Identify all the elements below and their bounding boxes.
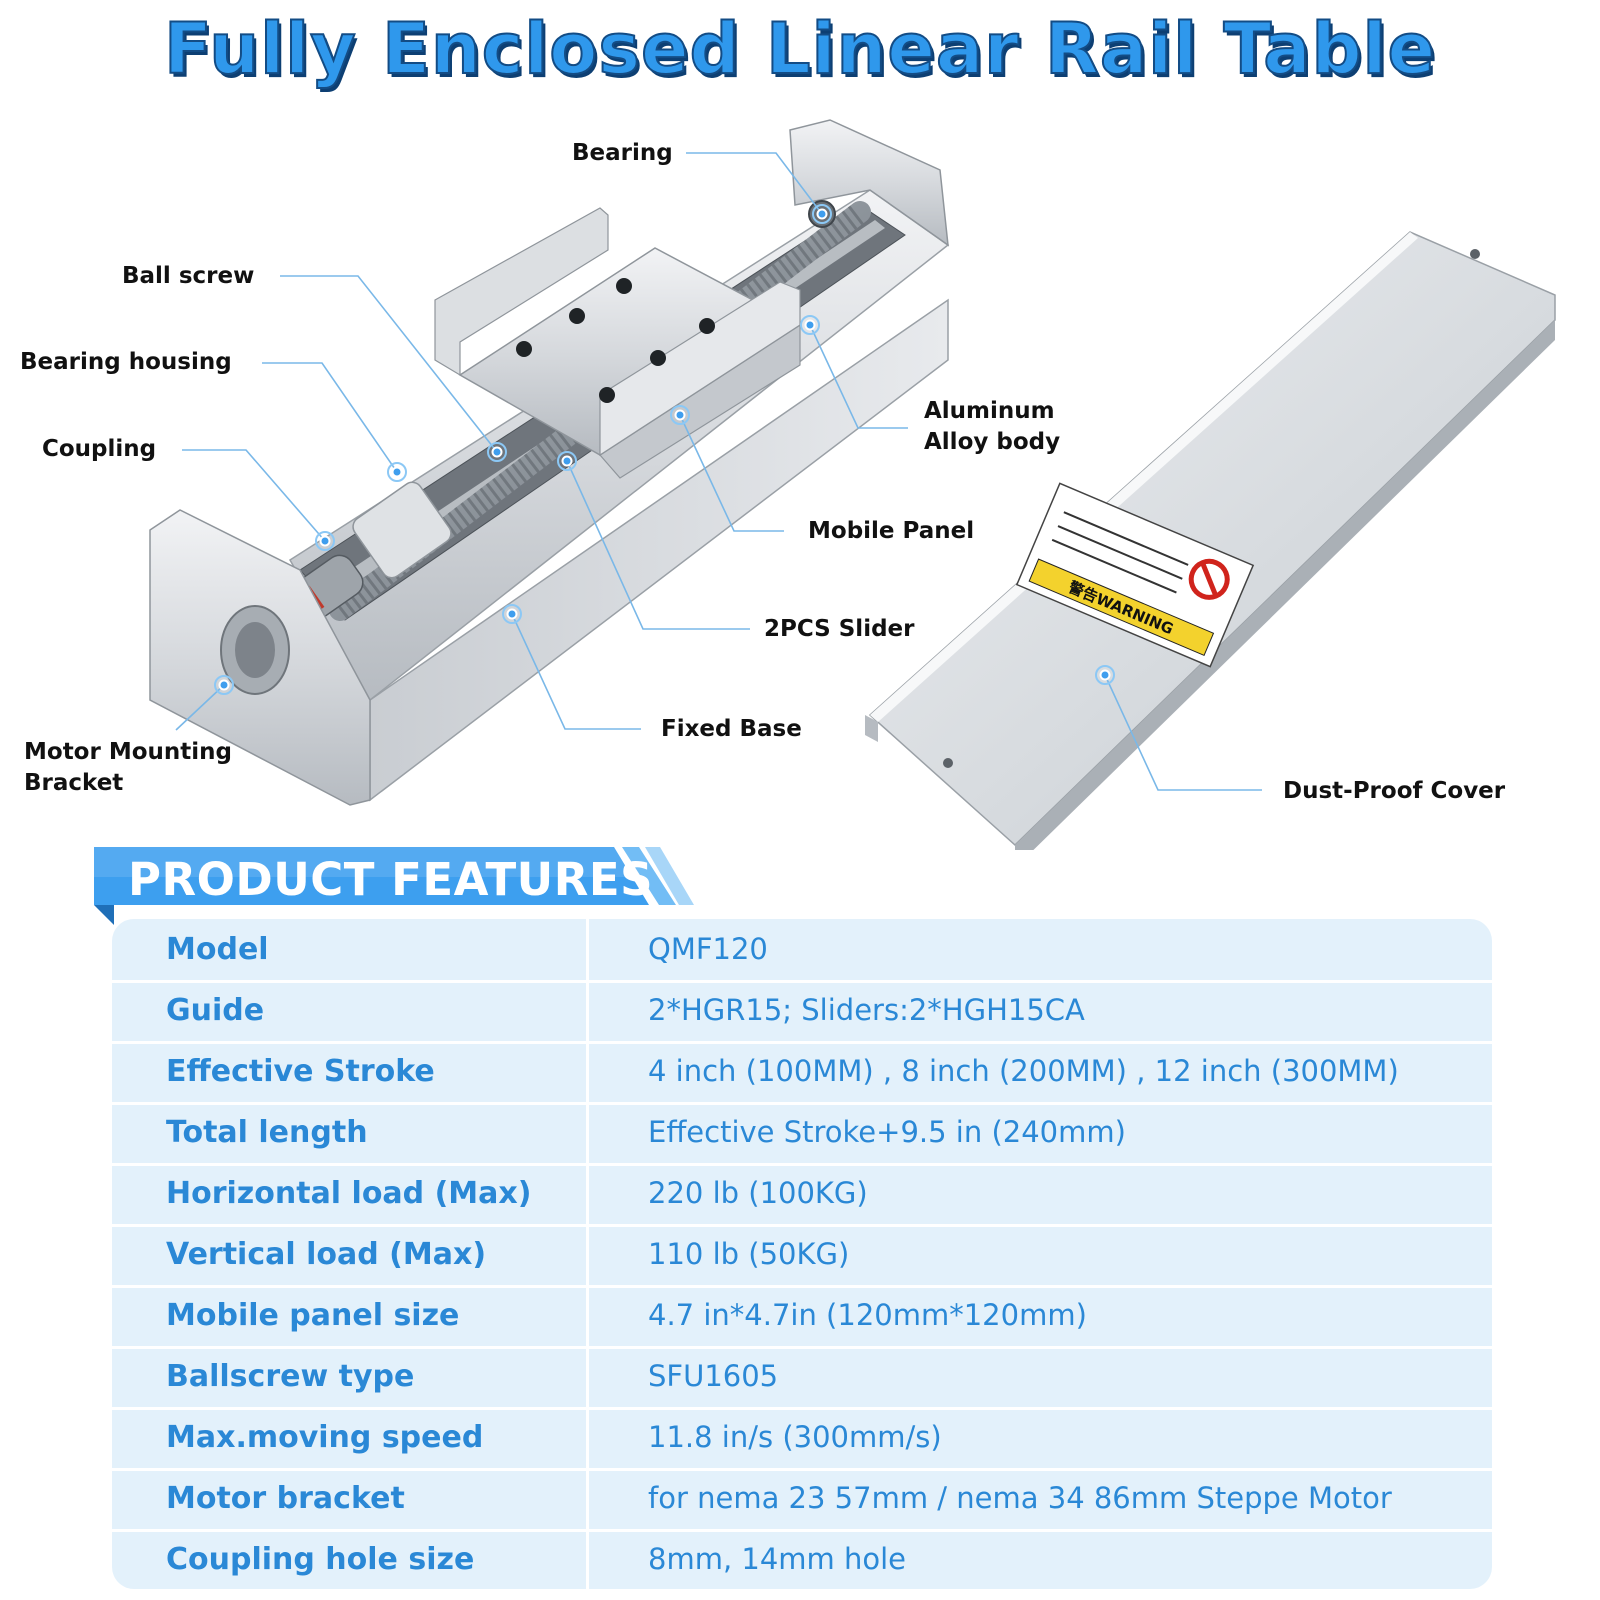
callout-fixed-base: Fixed Base [661,716,802,742]
callout-aluminum-line2: Alloy body [924,429,1061,455]
table-row: Coupling hole size 8mm, 14mm hole [112,1529,1492,1589]
spec-value: for nema 23 57mm / nema 34 86mm Steppe M… [648,1481,1392,1515]
warning-label: 警告WARNING [1015,482,1255,668]
callout-dust-proof-cover: Dust-Proof Cover [1283,778,1506,804]
callout-slider: 2PCS Slider [764,616,915,642]
mobile-panel-flange-right [599,281,801,457]
spec-label: Motor bracket [166,1481,405,1516]
table-column-divider [586,919,589,1589]
callout-bearing: Bearing [572,140,673,166]
callout-dots [214,204,1115,695]
table-row: Ballscrew type SFU1605 [112,1346,1492,1410]
spec-value: 2*HGR15; Sliders:2*HGH15CA [648,993,1085,1027]
callout-mobile-panel: Mobile Panel [808,518,975,544]
bearing-housing-block [352,481,452,579]
callout-aluminum-line1: Aluminum [924,398,1055,424]
callout-motor-bracket-line1: Motor Mounting [24,739,232,765]
spec-label: Max.moving speed [166,1420,484,1455]
product-diagram: 警告WARNING [149,119,1556,850]
spec-value: 4 inch (100MM) , 8 inch (200MM) , 12 inc… [648,1054,1399,1088]
spec-label: Vertical load (Max) [166,1237,487,1272]
table-row: Effective Stroke 4 inch (100MM) , 8 inch… [112,1041,1492,1105]
table-row: Total length Effective Stroke+9.5 in (24… [112,1102,1492,1166]
callout-leaders [175,152,1262,791]
spec-table: Model QMF120 Guide 2*HGR15; Sliders:2*HG… [112,919,1492,1589]
table-row: Mobile panel size 4.7 in*4.7in (120mm*12… [112,1285,1492,1349]
spec-value: 110 lb (50KG) [648,1237,850,1271]
table-row: Guide 2*HGR15; Sliders:2*HGH15CA [112,980,1492,1044]
spec-label: Horizontal load (Max) [166,1176,532,1211]
callout-motor-bracket-line2: Bracket [24,770,124,796]
spec-label: Effective Stroke [166,1054,435,1089]
spec-value: 4.7 in*4.7in (120mm*120mm) [648,1298,1087,1332]
spec-value: 8mm, 14mm hole [648,1542,907,1576]
linear-rail-table [149,119,950,806]
callout-coupling: Coupling [42,436,157,462]
table-row: Horizontal load (Max) 220 lb (100KG) [112,1163,1492,1227]
callout-bearing-housing: Bearing housing [20,349,232,375]
dust-proof-cover: 警告WARNING [865,231,1556,850]
spec-value: 220 lb (100KG) [648,1176,868,1210]
spec-value: SFU1605 [648,1359,779,1393]
table-row: Vertical load (Max) 110 lb (50KG) [112,1224,1492,1288]
spec-label: Mobile panel size [166,1298,460,1333]
table-row: Model QMF120 [112,919,1492,983]
callout-ball-screw: Ball screw [122,263,255,289]
spec-label: Model [166,932,269,967]
spec-value: Effective Stroke+9.5 in (240mm) [648,1115,1126,1149]
spec-label: Ballscrew type [166,1359,415,1394]
page-title: Fully Enclosed Linear Rail Table [163,7,1437,91]
end-block [789,119,949,247]
spec-label: Guide [166,993,265,1028]
table-row: Motor bracket for nema 23 57mm / nema 34… [112,1468,1492,1532]
table-row: Max.moving speed 11.8 in/s (300mm/s) [112,1407,1492,1471]
features-title: PRODUCT FEATURES [128,853,654,906]
spec-value: 11.8 in/s (300mm/s) [648,1420,942,1454]
spec-label: Total length [166,1115,368,1150]
features-banner [94,847,694,925]
mobile-panel-flange-left [434,207,609,377]
spec-value: QMF120 [648,932,768,966]
spec-label: Coupling hole size [166,1542,475,1577]
